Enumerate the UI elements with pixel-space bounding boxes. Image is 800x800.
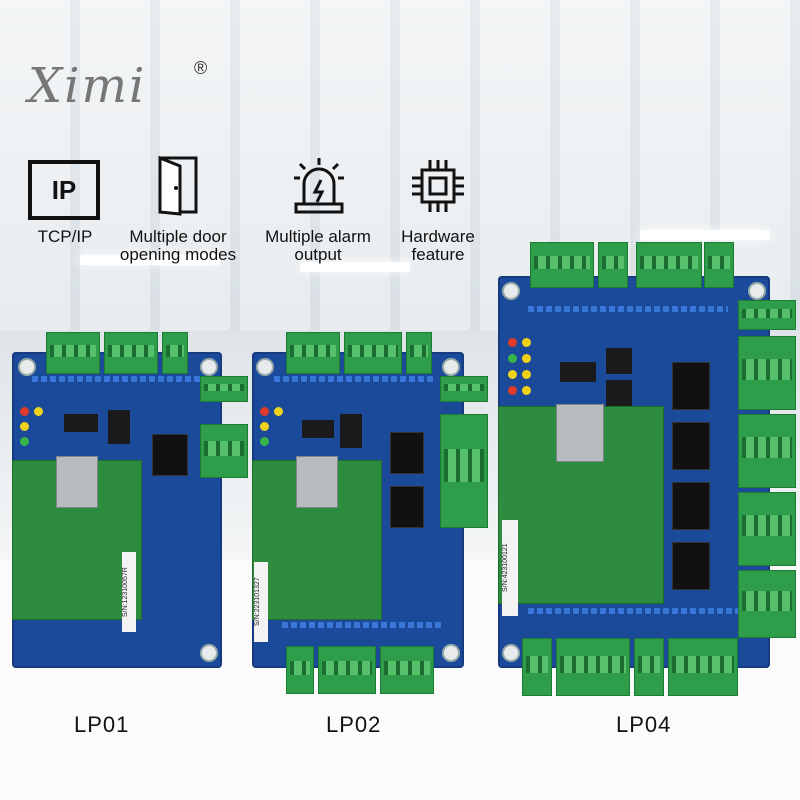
- mounting-hole: [256, 358, 274, 376]
- relay: [672, 422, 710, 470]
- serial-label: S/N:223101327: [254, 562, 268, 642]
- registered-mark: ®: [194, 58, 208, 78]
- status-led: [508, 354, 517, 363]
- terminal-block: [200, 376, 248, 402]
- model-label-lp02: LP02: [326, 712, 382, 737]
- terminal-block: [634, 638, 664, 696]
- ceiling-light: [80, 255, 220, 265]
- terminal-block: [406, 332, 432, 374]
- mounting-hole: [200, 644, 218, 662]
- ic-chip: [560, 362, 596, 382]
- ip-icon: IP: [28, 160, 100, 220]
- ceiling-light: [300, 262, 410, 272]
- brand-logo: Ximi: [28, 58, 147, 114]
- feature-label-alarm: Multiple alarm output: [265, 227, 371, 264]
- terminal-block: [46, 332, 100, 374]
- status-led: [20, 422, 29, 431]
- feature-label-door: Multiple door opening modes: [119, 227, 237, 264]
- status-led: [260, 422, 269, 431]
- mounting-hole: [502, 644, 520, 662]
- capacitor-row: [32, 376, 202, 382]
- terminal-block: [598, 242, 628, 288]
- ceiling-light: [640, 230, 770, 240]
- terminal-block: [318, 646, 376, 694]
- ic-chip: [64, 414, 98, 432]
- terminal-block: [286, 332, 340, 374]
- ethernet-port: [556, 404, 604, 462]
- terminal-block: [440, 414, 488, 528]
- capacitor-row: [274, 376, 434, 382]
- mounting-hole: [442, 358, 460, 376]
- terminal-block: [104, 332, 158, 374]
- door-icon: [158, 156, 198, 216]
- terminal-block: [380, 646, 434, 694]
- relay: [390, 486, 424, 528]
- status-led: [34, 407, 43, 416]
- status-led: [274, 407, 283, 416]
- terminal-block: [522, 638, 552, 696]
- status-led: [260, 437, 269, 446]
- model-label-lp04: LP04: [616, 712, 672, 737]
- mounting-hole: [502, 282, 520, 300]
- ethernet-port: [56, 456, 98, 508]
- regulator-chip: [606, 380, 632, 406]
- serial-label: S/N:423100121: [502, 520, 518, 616]
- status-led: [522, 370, 531, 379]
- controller-board-lp01: S/N:12310057R: [12, 352, 222, 668]
- ic-chip: [302, 420, 334, 438]
- terminal-block: [530, 242, 594, 288]
- regulator-chip: [340, 414, 362, 448]
- terminal-block: [738, 570, 796, 638]
- status-led: [508, 370, 517, 379]
- relay: [390, 432, 424, 474]
- status-led: [260, 407, 269, 416]
- relay: [672, 482, 710, 530]
- terminal-block: [738, 414, 796, 488]
- terminal-block: [200, 424, 248, 478]
- relay: [672, 542, 710, 590]
- capacitor-row: [282, 622, 442, 628]
- mounting-hole: [200, 358, 218, 376]
- mounting-hole: [748, 282, 766, 300]
- controller-board-lp02: S/N:223101327: [252, 352, 464, 668]
- regulator-chip: [108, 410, 130, 444]
- status-led: [508, 386, 517, 395]
- terminal-block: [704, 242, 734, 288]
- terminal-block: [738, 492, 796, 566]
- mounting-hole: [442, 644, 460, 662]
- controller-board-lp04: S/N:423100121: [498, 276, 770, 668]
- status-led: [508, 338, 517, 347]
- ethernet-port: [296, 456, 338, 508]
- terminal-block: [668, 638, 738, 696]
- status-led: [522, 338, 531, 347]
- mounting-hole: [18, 358, 36, 376]
- terminal-block: [286, 646, 314, 694]
- terminal-block: [636, 242, 702, 288]
- terminal-block: [556, 638, 630, 696]
- status-led: [522, 354, 531, 363]
- terminal-block: [440, 376, 488, 402]
- feature-label-hardware: Hardware feature: [401, 227, 475, 264]
- capacitor-row: [528, 306, 728, 312]
- alarm-icon: [294, 158, 344, 214]
- status-led: [20, 437, 29, 446]
- chip-icon: [412, 160, 464, 212]
- status-led: [522, 386, 531, 395]
- regulator-chip: [606, 348, 632, 374]
- serial-label: S/N:12310057R: [122, 552, 136, 632]
- terminal-block: [738, 300, 796, 330]
- terminal-block: [162, 332, 188, 374]
- relay: [152, 434, 188, 476]
- feature-label-tcpip: TCP/IP: [37, 227, 93, 246]
- model-label-lp01: LP01: [74, 712, 130, 737]
- terminal-block: [738, 336, 796, 410]
- capacitor-row: [528, 608, 748, 614]
- terminal-block: [344, 332, 402, 374]
- status-led: [20, 407, 29, 416]
- relay: [672, 362, 710, 410]
